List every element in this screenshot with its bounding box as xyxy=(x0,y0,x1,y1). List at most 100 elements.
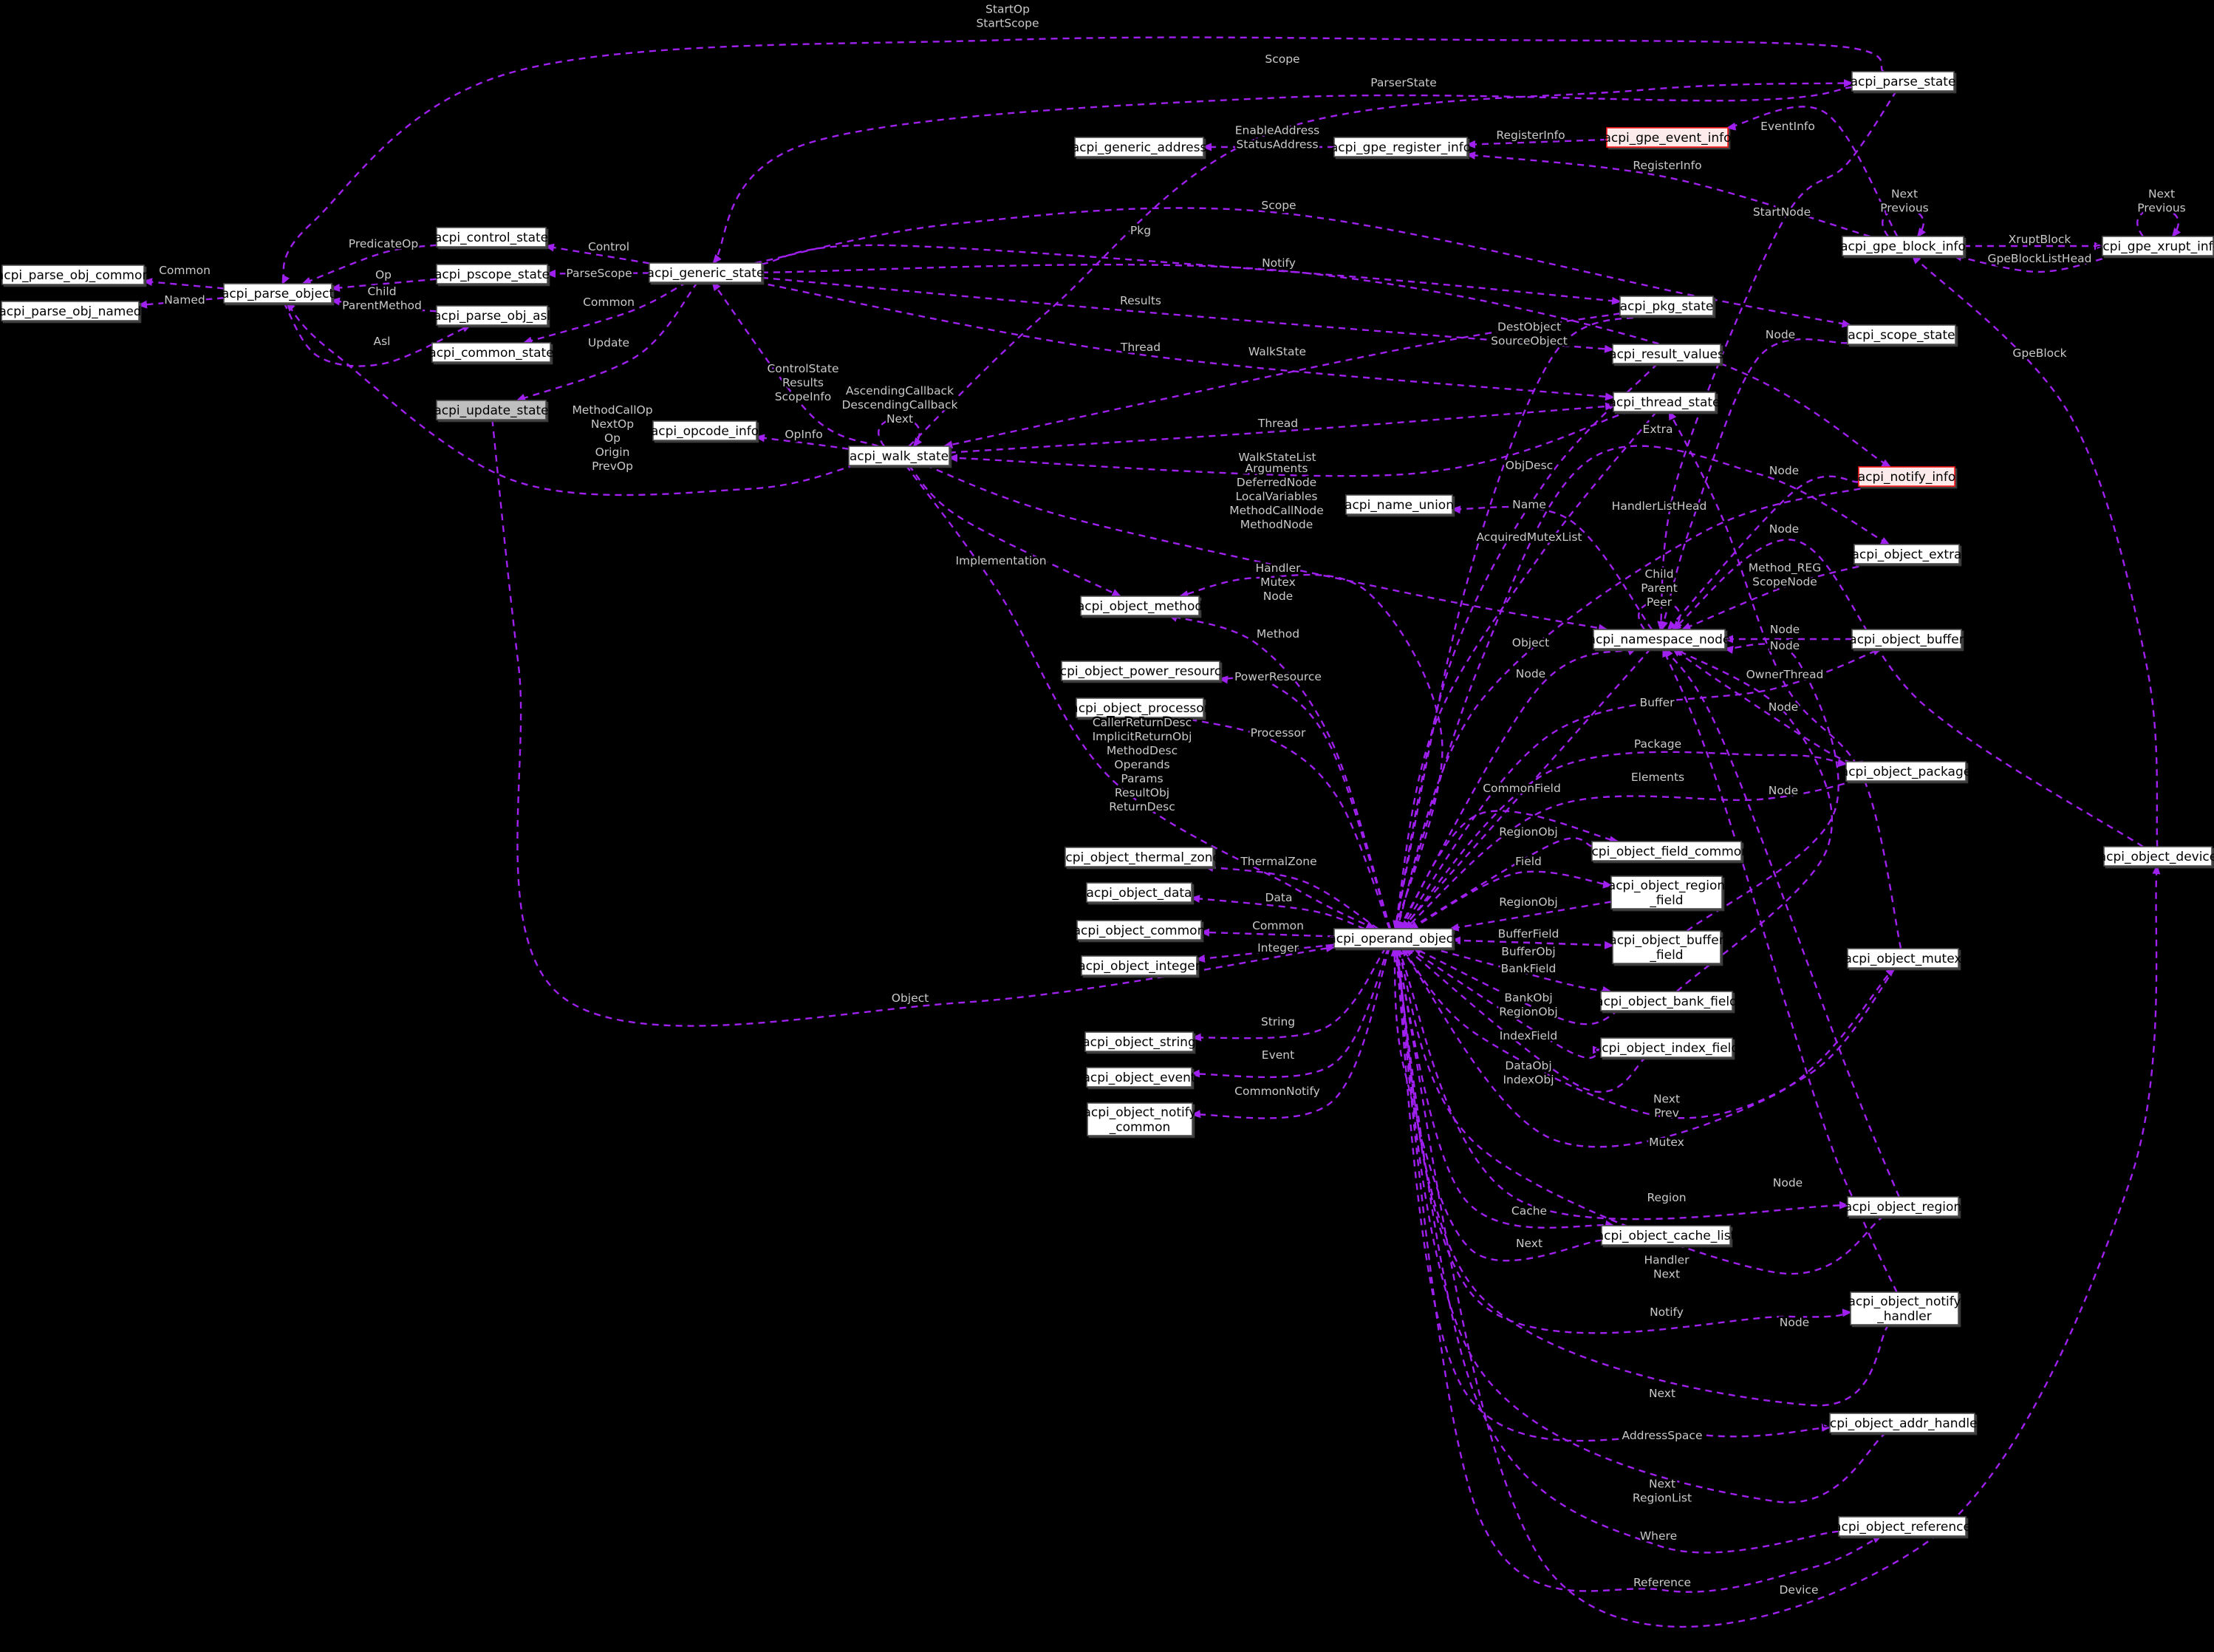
node-box[interactable] xyxy=(1086,882,1192,903)
node-acpi_object_buffer_field[interactable]: acpi_object_buffer_field xyxy=(1609,930,1724,964)
node-box[interactable] xyxy=(1087,1102,1193,1136)
node-acpi_object_buffer[interactable]: acpi_object_buffer xyxy=(1849,629,1964,649)
node-box[interactable] xyxy=(1850,1291,1959,1325)
node-box[interactable] xyxy=(1086,1067,1192,1088)
node-box[interactable] xyxy=(652,420,757,441)
node-box[interactable] xyxy=(1080,595,1200,616)
node-box[interactable] xyxy=(1829,1413,1975,1433)
node-acpi_object_reference[interactable]: acpi_object_reference xyxy=(1834,1516,1971,1537)
node-acpi_object_notify_handler[interactable]: acpi_object_notify_handler xyxy=(1848,1291,1961,1325)
node-acpi_name_union[interactable]: acpi_name_union xyxy=(1345,494,1454,515)
node-box[interactable] xyxy=(1591,841,1742,861)
node-box[interactable] xyxy=(1333,928,1453,949)
node-box[interactable] xyxy=(1612,930,1721,964)
node-acpi_result_values[interactable]: acpi_result_values xyxy=(1609,344,1724,364)
node-box[interactable] xyxy=(1613,392,1716,412)
node-box[interactable] xyxy=(649,262,762,283)
node-box[interactable] xyxy=(1606,127,1729,148)
node-acpi_object_notify_common[interactable]: acpi_object_notify_common xyxy=(1084,1102,1197,1136)
node-box[interactable] xyxy=(848,446,950,466)
node-box[interactable] xyxy=(1600,991,1733,1011)
node-box[interactable] xyxy=(1610,876,1723,909)
node-box[interactable] xyxy=(1593,629,1726,649)
node-box[interactable] xyxy=(431,342,551,363)
node-acpi_object_event[interactable]: acpi_object_event xyxy=(1082,1067,1196,1088)
node-acpi_object_extra[interactable]: acpi_object_extra xyxy=(1852,544,1962,564)
node-box[interactable] xyxy=(1074,137,1204,157)
node-acpi_object_data[interactable]: acpi_object_data xyxy=(1086,882,1192,903)
node-box[interactable] xyxy=(223,283,332,304)
node-box[interactable] xyxy=(1842,236,1964,256)
node-acpi_parse_obj_asl[interactable]: acpi_parse_obj_asl xyxy=(434,305,550,326)
node-box[interactable] xyxy=(1612,344,1721,364)
node-box[interactable] xyxy=(1601,1225,1731,1246)
node-acpi_opcode_info[interactable]: acpi_opcode_info xyxy=(651,420,759,441)
node-acpi_object_power_resource[interactable]: acpi_object_power_resource xyxy=(1052,661,1229,681)
node-acpi_object_addr_handler[interactable]: acpi_object_addr_handler xyxy=(1822,1413,1983,1433)
node-acpi_object_field_common[interactable]: acpi_object_field_common xyxy=(1584,841,1749,861)
node-acpi_generic_state[interactable]: acpi_generic_state xyxy=(647,262,765,283)
node-box[interactable] xyxy=(1345,494,1453,515)
node-acpi_parse_obj_named[interactable]: acpi_parse_obj_named xyxy=(0,301,142,321)
node-box[interactable] xyxy=(1076,920,1202,941)
node-acpi_parse_obj_common[interactable]: acpi_parse_obj_common xyxy=(0,264,150,285)
node-acpi_gpe_xrupt_info[interactable]: acpi_gpe_xrupt_info xyxy=(2095,236,2214,256)
node-acpi_gpe_block_info[interactable]: acpi_gpe_block_info xyxy=(1840,236,1966,256)
node-acpi_object_string[interactable]: acpi_object_string xyxy=(1082,1031,1196,1052)
node-box[interactable] xyxy=(1065,847,1214,867)
node-acpi_object_mutex[interactable]: acpi_object_mutex xyxy=(1845,948,1962,969)
node-box[interactable] xyxy=(2103,846,2213,867)
node-acpi_pkg_state[interactable]: acpi_pkg_state xyxy=(1619,296,1714,316)
node-box[interactable] xyxy=(1,301,140,321)
node-box[interactable] xyxy=(1,264,145,285)
node-box[interactable] xyxy=(1851,629,1962,649)
node-box[interactable] xyxy=(1858,466,1955,487)
node-acpi_notify_info[interactable]: acpi_notify_info xyxy=(1858,466,1955,487)
node-acpi_common_state[interactable]: acpi_common_state xyxy=(428,342,554,363)
node-acpi_object_region[interactable]: acpi_object_region xyxy=(1845,1196,1961,1217)
node-box[interactable] xyxy=(1845,761,1967,782)
node-acpi_gpe_event_info[interactable]: acpi_gpe_event_info xyxy=(1603,127,1732,148)
node-acpi_object_region_field[interactable]: acpi_object_region_field xyxy=(1608,876,1725,909)
node-acpi_generic_address[interactable]: acpi_generic_address xyxy=(1072,137,1207,157)
node-box[interactable] xyxy=(1333,137,1468,157)
node-box[interactable] xyxy=(1851,71,1955,92)
node-box[interactable] xyxy=(436,227,547,248)
node-acpi_object_cache_list[interactable]: acpi_object_cache_list xyxy=(1596,1225,1736,1246)
node-box[interactable] xyxy=(1076,697,1204,718)
node-acpi_object_bank_field[interactable]: acpi_object_bank_field xyxy=(1596,991,1738,1011)
node-acpi_scope_state[interactable]: acpi_scope_state xyxy=(1847,324,1956,345)
node-acpi_object_processor[interactable]: acpi_object_processor xyxy=(1070,697,1209,718)
node-box[interactable] xyxy=(1847,948,1959,969)
node-acpi_namespace_node[interactable]: acpi_namespace_node xyxy=(1588,629,1731,649)
node-acpi_operand_object[interactable]: acpi_operand_object xyxy=(1328,928,1458,949)
node-box[interactable] xyxy=(1081,955,1197,976)
node-box[interactable] xyxy=(1600,1037,1733,1058)
node-acpi_walk_state[interactable]: acpi_walk_state xyxy=(848,446,950,466)
node-acpi_object_thermal_zone[interactable]: acpi_object_thermal_zone xyxy=(1058,847,1220,867)
node-acpi_parse_state[interactable]: acpi_parse_state xyxy=(1851,71,1956,92)
node-box[interactable] xyxy=(1853,544,1960,564)
node-box[interactable] xyxy=(1619,296,1714,316)
node-box[interactable] xyxy=(436,305,548,326)
node-box[interactable] xyxy=(1838,1516,1967,1537)
node-acpi_object_device[interactable]: acpi_object_device xyxy=(2099,846,2214,867)
node-acpi_pscope_state[interactable]: acpi_pscope_state xyxy=(434,264,550,284)
node-acpi_object_common[interactable]: acpi_object_common xyxy=(1073,920,1206,941)
node-box[interactable] xyxy=(436,264,548,284)
node-box[interactable] xyxy=(1847,324,1956,345)
node-acpi_object_index_field[interactable]: acpi_object_index_field xyxy=(1594,1037,1739,1058)
node-box[interactable] xyxy=(1084,1031,1194,1052)
node-acpi_thread_state[interactable]: acpi_thread_state xyxy=(1608,392,1721,412)
node-acpi_update_state[interactable]: acpi_update_state xyxy=(434,400,549,420)
node-box[interactable] xyxy=(1061,661,1220,681)
node-acpi_object_integer[interactable]: acpi_object_integer xyxy=(1078,955,1200,976)
node-acpi_gpe_register_info[interactable]: acpi_gpe_register_info xyxy=(1330,137,1471,157)
node-box[interactable] xyxy=(2102,236,2214,256)
node-acpi_object_package[interactable]: acpi_object_package xyxy=(1841,761,1971,782)
node-acpi_object_method[interactable]: acpi_object_method xyxy=(1077,595,1203,616)
node-box[interactable] xyxy=(436,400,547,420)
node-acpi_parse_object[interactable]: acpi_parse_object xyxy=(222,283,335,304)
node-acpi_control_state[interactable]: acpi_control_state xyxy=(434,227,548,248)
node-box[interactable] xyxy=(1847,1196,1959,1217)
